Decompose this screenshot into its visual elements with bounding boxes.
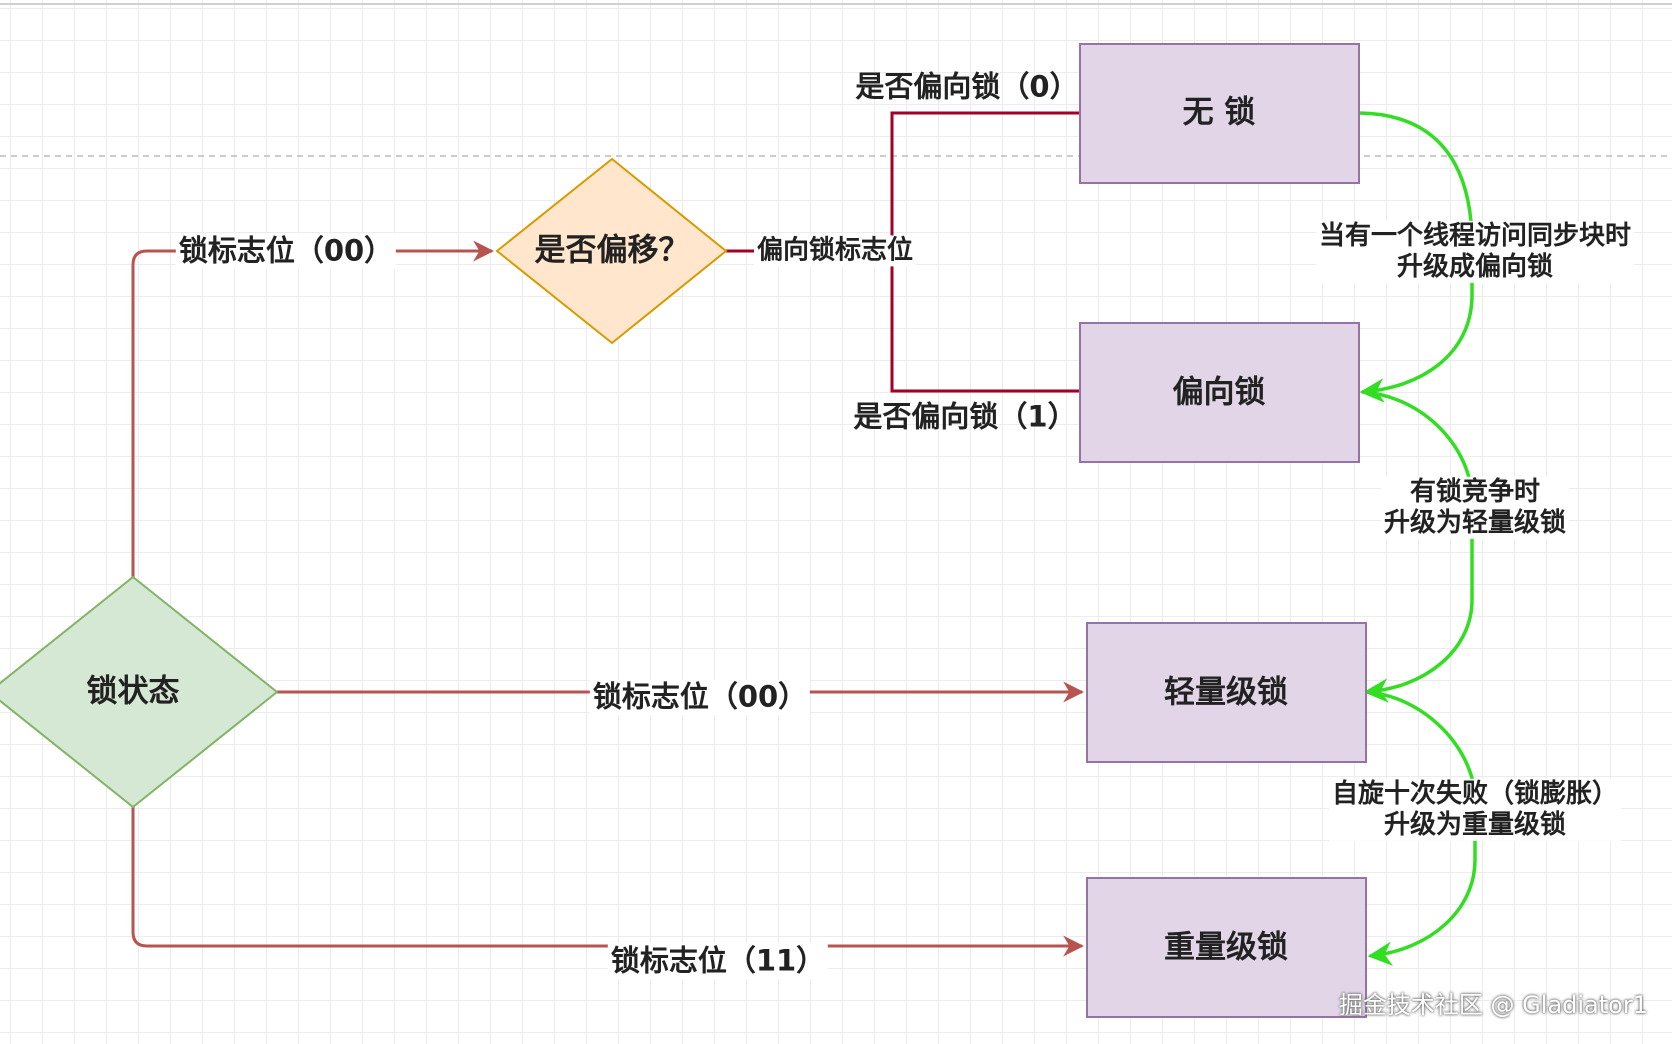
transition-to-lightweight-line-2: 升级为轻量级锁: [1383, 508, 1567, 538]
watermark: 掘金技术社区 @ Gladiator1: [1338, 991, 1648, 1019]
heavyweight-lock-box[interactable]: [1086, 877, 1367, 1018]
transition-to-heavyweight-line-2: 升级为重量级锁: [1383, 810, 1567, 840]
upgrade-arrow-to-lightweight: [1361, 390, 1474, 703]
edge-label-biased-1: 是否偏向锁（1）: [853, 399, 1077, 434]
transition-to-biased-line-2: 升级成偏向锁: [1396, 252, 1554, 282]
is-biased-diamond[interactable]: [495, 157, 728, 345]
edge-label-flag-00-top: 锁标志位（00）: [175, 233, 397, 269]
edge-label-flag-00-mid: 锁标志位（00）: [589, 679, 811, 715]
biased-lock-label: 偏向锁: [1172, 374, 1266, 411]
edge-label-biased-0: 是否偏向锁（0）: [855, 69, 1079, 104]
transition-to-lightweight-line-1: 有锁竞争时: [1409, 476, 1541, 507]
edge-lock-state-to-heavyweight: [131, 807, 1085, 957]
transition-label-to-biased: 当有一个线程访问同步块时 升级成偏向锁: [1315, 220, 1635, 284]
transition-label-to-lightweight: 有锁竞争时 升级为轻量级锁: [1380, 476, 1570, 540]
lock-state-diamond[interactable]: [0, 575, 279, 809]
transition-to-biased-line-1: 当有一个线程访问同步块时: [1318, 220, 1632, 251]
no-lock-box[interactable]: [1079, 43, 1360, 184]
edge-lock-state-to-is-biased: [131, 240, 495, 577]
lightweight-lock-label: 轻量级锁: [1164, 674, 1288, 711]
no-lock-label: 无 锁: [1182, 94, 1256, 131]
lightweight-lock-box[interactable]: [1086, 622, 1367, 763]
edge-label-flag-11: 锁标志位（11）: [607, 943, 829, 979]
lock-state-label: 锁状态: [86, 673, 180, 710]
biased-lock-box[interactable]: [1079, 322, 1360, 463]
is-biased-label: 是否偏移？: [534, 232, 690, 269]
heavyweight-lock-label: 重量级锁: [1164, 929, 1288, 966]
transition-to-heavyweight-line-1: 自旋十次失败（锁膨胀）: [1331, 778, 1619, 809]
transition-label-to-heavyweight: 自旋十次失败（锁膨胀） 升级为重量级锁: [1328, 778, 1622, 842]
edge-label-biased-flag: 偏向锁标志位: [753, 235, 917, 267]
